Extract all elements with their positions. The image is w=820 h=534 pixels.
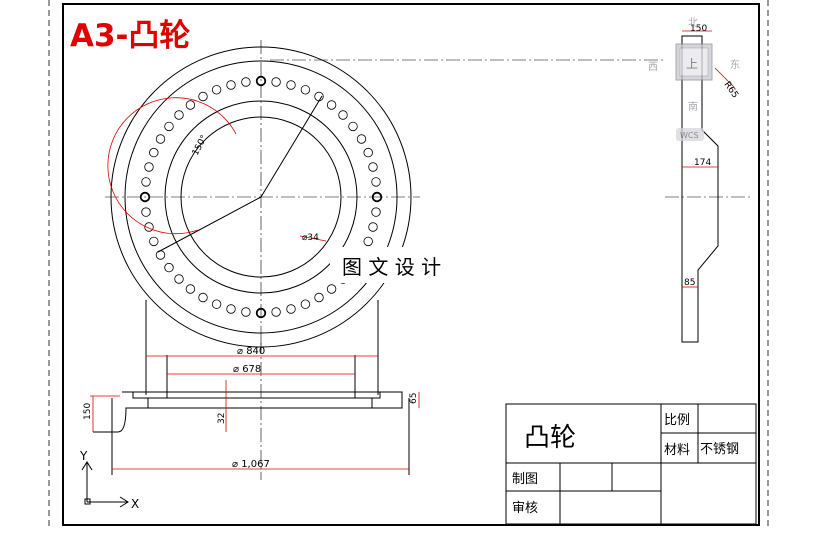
bolt-hole: [141, 207, 151, 217]
height-150: 150: [83, 403, 93, 420]
drawn-by-label: 制图: [512, 472, 538, 487]
hole-diameter-dimension: ⌀34: [302, 233, 319, 243]
bolt-hole: [211, 85, 222, 95]
bolt-hole: [356, 134, 367, 144]
bolt-hole: [371, 177, 381, 187]
diameter-678: ⌀ 678: [233, 364, 261, 375]
bolt-hole: [155, 134, 166, 144]
bolt-hole: [314, 292, 324, 303]
bolt-hole: [144, 222, 154, 232]
material-label: 材料: [664, 443, 690, 458]
scale-label: 比例: [664, 413, 690, 428]
ucs-x-label: X: [131, 497, 139, 511]
bolt-hole: [155, 250, 166, 260]
height-65: 65: [409, 393, 419, 404]
wcs-button[interactable]: WCS: [680, 131, 699, 140]
profile-width-150: 150: [690, 24, 707, 34]
bolt-hole: [198, 91, 208, 102]
part-name: 凸轮: [524, 423, 576, 453]
drawing-title: A3-凸轮: [70, 18, 190, 54]
title-block: 凸轮 比例 材料 不锈钢 制图 审核: [505, 403, 757, 525]
view-cube[interactable]: 上 北 南 东 西 WCS: [648, 17, 740, 141]
compass-south[interactable]: 南: [688, 100, 698, 113]
ucs-y-label: Y: [79, 449, 88, 463]
bolt-hole: [144, 162, 154, 172]
bolt-hole: [141, 177, 151, 187]
bolt-hole: [286, 304, 296, 314]
bolt-hole: [371, 207, 381, 217]
drawing-frame: [62, 3, 760, 526]
bolt-hole: [185, 284, 196, 294]
checked-by-label: 审核: [512, 501, 538, 516]
bolt-hole: [255, 75, 267, 87]
bolt-hole: [164, 262, 174, 273]
ucs-icon: Y X: [79, 449, 139, 511]
bolt-hole: [368, 162, 378, 172]
bolt-hole: [338, 110, 348, 120]
bolt-hole: [300, 299, 311, 309]
angle-dimension: 150°: [191, 134, 210, 158]
radius-65: R65: [722, 80, 740, 100]
compass-west[interactable]: 西: [648, 62, 658, 73]
bolt-hole: [185, 100, 196, 110]
diameter-1067: ⌀ 1,067: [232, 459, 270, 470]
bolt-hole: [174, 274, 184, 284]
bolt-hole-ring: [139, 75, 383, 319]
diameter-840: ⌀ 840: [237, 346, 265, 357]
bolt-hole: [226, 80, 236, 90]
bolt-hole: [348, 121, 358, 132]
watermark-bg: [330, 247, 488, 283]
material-value: 不锈钢: [700, 442, 739, 457]
bolt-hole: [326, 284, 337, 294]
bolt-hole: [164, 121, 174, 132]
bolt-hole: [241, 77, 251, 87]
height-32: 32: [217, 413, 227, 424]
bolt-hole: [271, 307, 281, 317]
profile-width-174: 174: [694, 158, 711, 168]
bolt-hole: [139, 191, 151, 203]
bolt-hole: [198, 292, 208, 303]
watermark-text: 图 文 设 计: [342, 255, 441, 279]
bolt-hole: [255, 307, 267, 319]
cam-top-view: 150° ⌀34: [105, 40, 665, 350]
bolt-hole: [286, 80, 296, 90]
bolt-hole: [300, 85, 311, 95]
bolt-hole: [241, 307, 251, 317]
bolt-hole: [368, 222, 378, 232]
bolt-hole: [174, 110, 184, 120]
bolt-hole: [211, 299, 222, 309]
cam-front-view: ⌀ 840 ⌀ 678 32 150 65 ⌀ 1,067: [83, 300, 420, 480]
bolt-hole: [226, 304, 236, 314]
profile-width-85: 85: [684, 278, 695, 288]
viewport-edges: [48, 0, 769, 530]
compass-north[interactable]: 北: [688, 17, 698, 29]
view-cube-top-face[interactable]: 上: [686, 57, 698, 71]
bolt-hole: [363, 147, 373, 158]
bolt-hole: [149, 147, 159, 158]
bolt-hole: [326, 100, 337, 110]
bolt-hole: [271, 77, 281, 87]
compass-east[interactable]: 东: [730, 58, 740, 71]
bolt-hole: [371, 191, 383, 203]
bolt-hole: [149, 236, 159, 247]
bolt-hole: [363, 236, 373, 247]
